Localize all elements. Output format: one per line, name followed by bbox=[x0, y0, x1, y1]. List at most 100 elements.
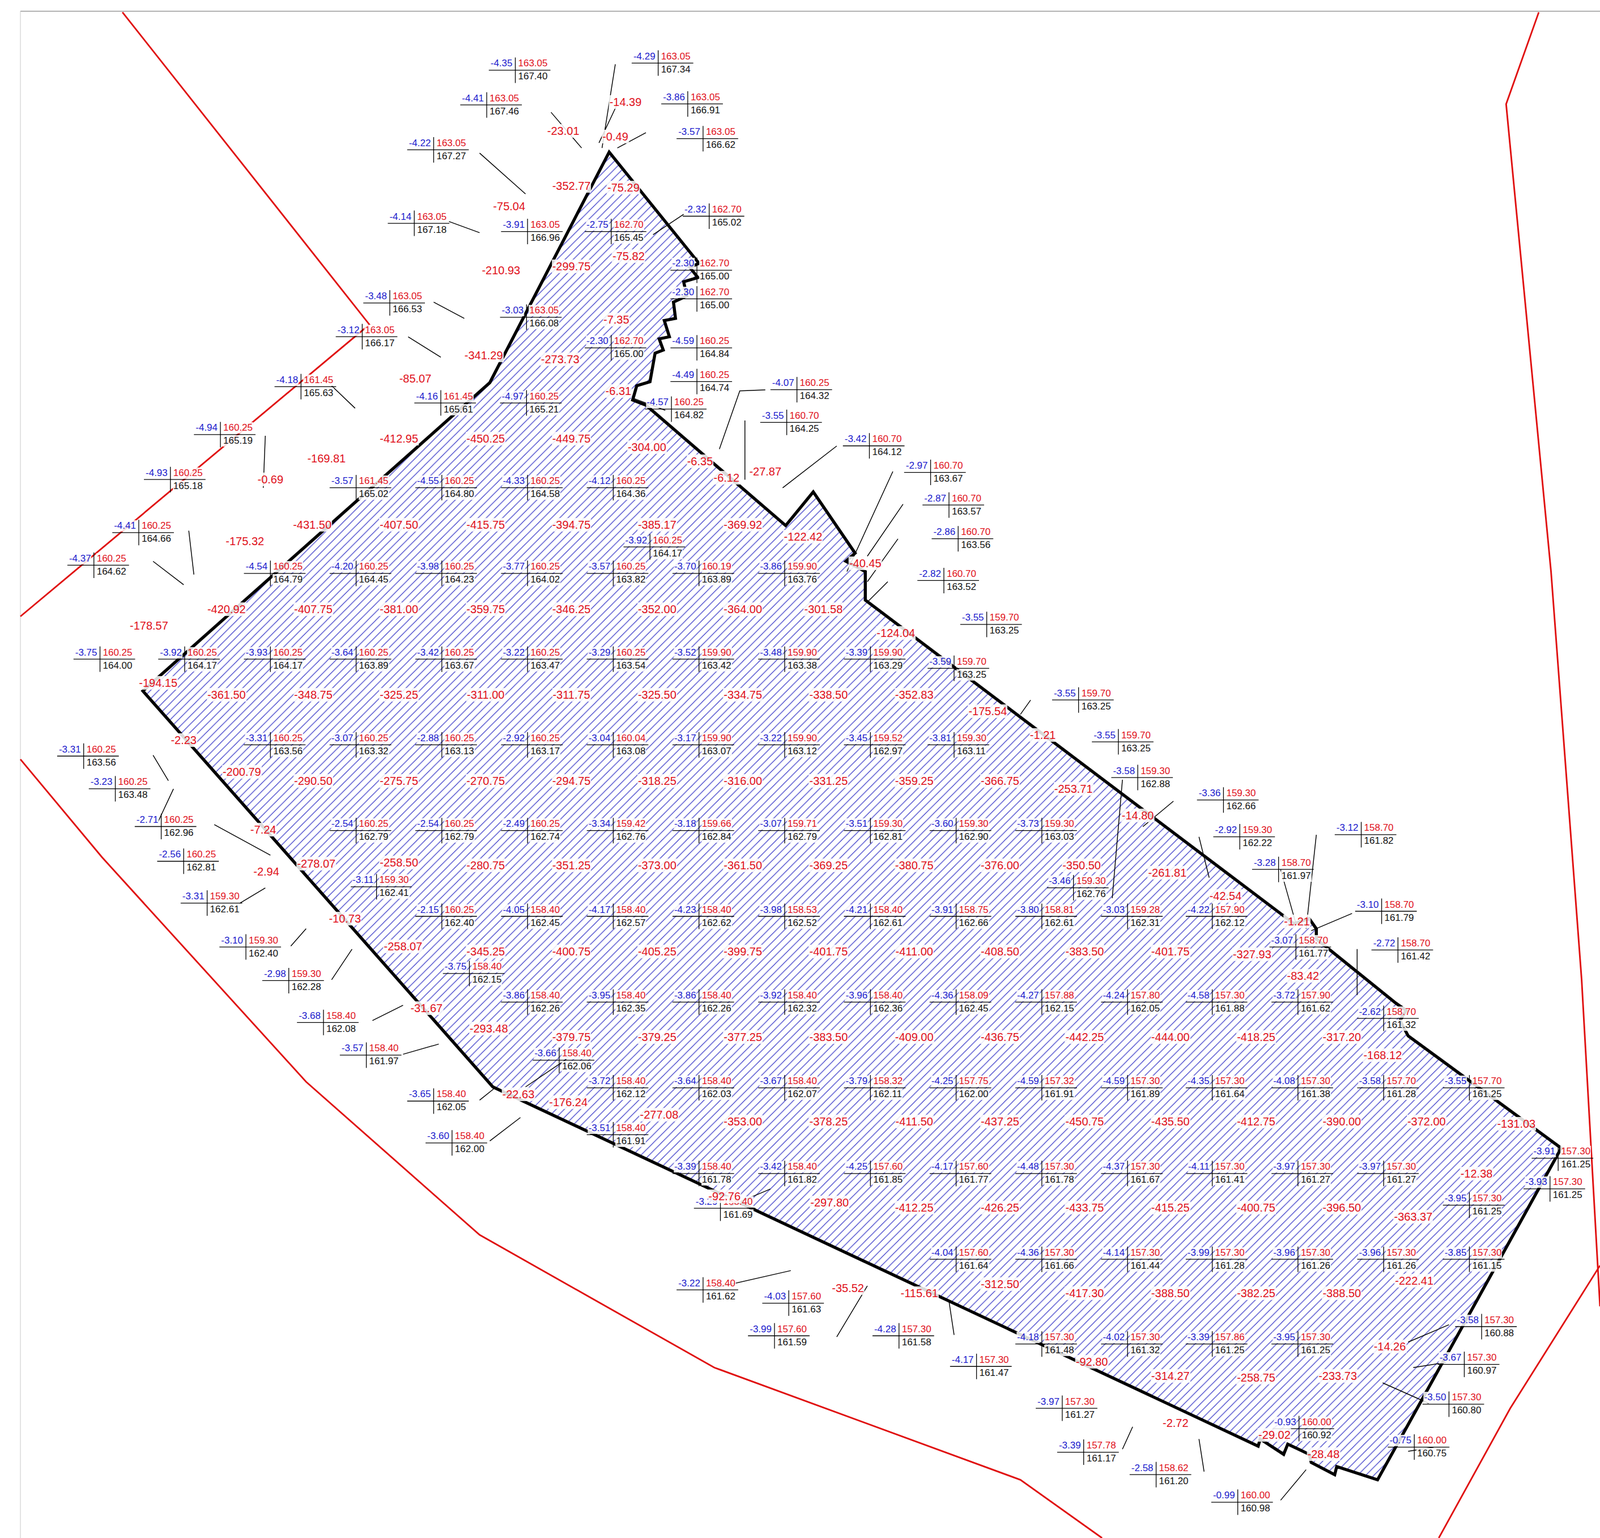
design-elevation: 159.90 bbox=[786, 732, 818, 744]
existing-elevation: 162.07 bbox=[786, 1088, 818, 1100]
existing-elevation: 164.17 bbox=[272, 660, 304, 672]
marker-divider bbox=[441, 732, 442, 758]
existing-elevation: 164.23 bbox=[444, 573, 475, 586]
existing-elevation: 162.06 bbox=[561, 1060, 593, 1072]
existing-elevation: 161.91 bbox=[1044, 1088, 1075, 1100]
design-elevation: 159.30 bbox=[872, 818, 904, 830]
marker-underline bbox=[1531, 1157, 1594, 1159]
volume-value: -415.75 bbox=[465, 517, 506, 532]
design-elevation: 157.30 bbox=[1214, 1075, 1246, 1087]
volume-value: -417.30 bbox=[1065, 1286, 1105, 1300]
marker-underline bbox=[1443, 1258, 1505, 1260]
existing-elevation: 161.27 bbox=[1300, 1173, 1331, 1186]
volume-value: -437.25 bbox=[980, 1114, 1020, 1129]
design-elevation: 157.30 bbox=[1552, 1176, 1584, 1188]
volume-value: -346.25 bbox=[551, 602, 592, 616]
marker-divider bbox=[1117, 729, 1119, 755]
design-elevation: 161.45 bbox=[443, 390, 474, 403]
marker-underline bbox=[586, 1087, 649, 1088]
volume-value: -401.75 bbox=[809, 944, 849, 959]
work-mark: -4.33 bbox=[501, 475, 526, 487]
volume-value: -377.25 bbox=[722, 1030, 763, 1044]
work-mark: -4.08 bbox=[1272, 1075, 1296, 1087]
work-mark: -2.30 bbox=[671, 286, 695, 299]
existing-elevation: 166.53 bbox=[392, 303, 423, 316]
design-elevation: 157.30 bbox=[1129, 1160, 1161, 1173]
marker-underline bbox=[929, 1001, 992, 1003]
work-mark: -4.17 bbox=[588, 904, 612, 916]
marker-divider bbox=[288, 967, 289, 994]
design-elevation: 157.30 bbox=[1385, 1247, 1417, 1259]
work-mark: -3.80 bbox=[1016, 904, 1040, 916]
work-mark: -4.18 bbox=[275, 374, 300, 386]
volume-value: -6.12 bbox=[713, 470, 741, 485]
work-mark: -3.97 bbox=[1272, 1160, 1296, 1173]
marker-divider bbox=[986, 611, 987, 637]
marker-underline bbox=[672, 1172, 735, 1174]
volume-value: -372.00 bbox=[1406, 1114, 1447, 1129]
work-mark: -3.31 bbox=[58, 743, 82, 756]
existing-elevation: 162.28 bbox=[291, 981, 322, 993]
marker-divider bbox=[206, 890, 208, 916]
volume-value: -408.50 bbox=[980, 944, 1020, 959]
marker-underline bbox=[758, 744, 820, 746]
existing-elevation: 162.90 bbox=[958, 831, 990, 843]
design-elevation: 158.40 bbox=[615, 1122, 646, 1134]
volume-value: -115.61 bbox=[900, 1286, 939, 1300]
design-elevation: 158.70 bbox=[1281, 857, 1312, 869]
marker-underline bbox=[1129, 1474, 1192, 1475]
existing-elevation: 162.15 bbox=[1044, 1002, 1075, 1015]
existing-elevation: 164.58 bbox=[529, 488, 561, 500]
design-elevation: 158.40 bbox=[701, 1160, 733, 1173]
existing-elevation: 161.17 bbox=[1086, 1452, 1117, 1465]
work-mark: -4.20 bbox=[330, 560, 355, 573]
work-mark: -3.39 bbox=[1186, 1331, 1211, 1343]
volume-value: -394.75 bbox=[551, 517, 592, 532]
marker-underline bbox=[1271, 1258, 1334, 1260]
marker-underline bbox=[500, 231, 563, 232]
design-elevation: 163.05 bbox=[529, 219, 561, 231]
marker-underline bbox=[329, 572, 392, 574]
marker-underline bbox=[844, 915, 906, 917]
marker-divider bbox=[955, 989, 957, 1015]
design-elevation: 161.45 bbox=[303, 374, 334, 386]
work-mark: -2.62 bbox=[1358, 1006, 1382, 1018]
existing-elevation: 162.40 bbox=[444, 917, 475, 929]
existing-elevation: 162.66 bbox=[1225, 800, 1257, 812]
volume-value: -449.75 bbox=[551, 431, 592, 446]
marker-underline bbox=[758, 572, 820, 574]
existing-elevation: 161.82 bbox=[786, 1173, 818, 1186]
work-mark: -3.67 bbox=[1439, 1351, 1463, 1364]
volume-value: -253.71 bbox=[1053, 781, 1094, 796]
volume-value: -390.00 bbox=[1321, 1114, 1362, 1129]
existing-elevation: 161.25 bbox=[1214, 1344, 1246, 1356]
existing-elevation: 161.91 bbox=[615, 1135, 646, 1147]
existing-elevation: 167.40 bbox=[517, 70, 549, 83]
marker-underline bbox=[843, 445, 905, 446]
marker-underline bbox=[329, 658, 392, 660]
existing-elevation: 164.84 bbox=[699, 348, 730, 360]
design-elevation: 159.30 bbox=[1139, 765, 1171, 777]
marker-underline bbox=[143, 479, 206, 480]
marker-underline bbox=[694, 1207, 756, 1208]
design-elevation: 163.05 bbox=[364, 324, 395, 336]
existing-elevation: 161.85 bbox=[872, 1173, 904, 1186]
work-mark: -4.16 bbox=[415, 390, 439, 403]
marker-underline bbox=[387, 222, 450, 224]
existing-elevation: 163.67 bbox=[933, 473, 964, 485]
work-mark: -3.58 bbox=[1358, 1075, 1382, 1087]
marker-underline bbox=[500, 915, 563, 917]
existing-elevation: 163.25 bbox=[1120, 742, 1152, 755]
volume-value: -341.29 bbox=[464, 348, 504, 363]
marker-underline bbox=[1356, 1258, 1419, 1260]
marker-underline bbox=[1437, 1363, 1500, 1365]
marker-underline bbox=[586, 1134, 649, 1135]
volume-value: -6.35 bbox=[686, 454, 714, 468]
volume-value: -200.79 bbox=[222, 764, 262, 779]
marker-divider bbox=[83, 743, 84, 769]
marker-divider bbox=[1211, 1160, 1213, 1186]
volume-value: -400.75 bbox=[1236, 1200, 1276, 1215]
volume-value: -2.23 bbox=[169, 733, 198, 747]
existing-elevation: 165.00 bbox=[699, 270, 730, 283]
work-mark: -3.95 bbox=[1272, 1331, 1296, 1343]
